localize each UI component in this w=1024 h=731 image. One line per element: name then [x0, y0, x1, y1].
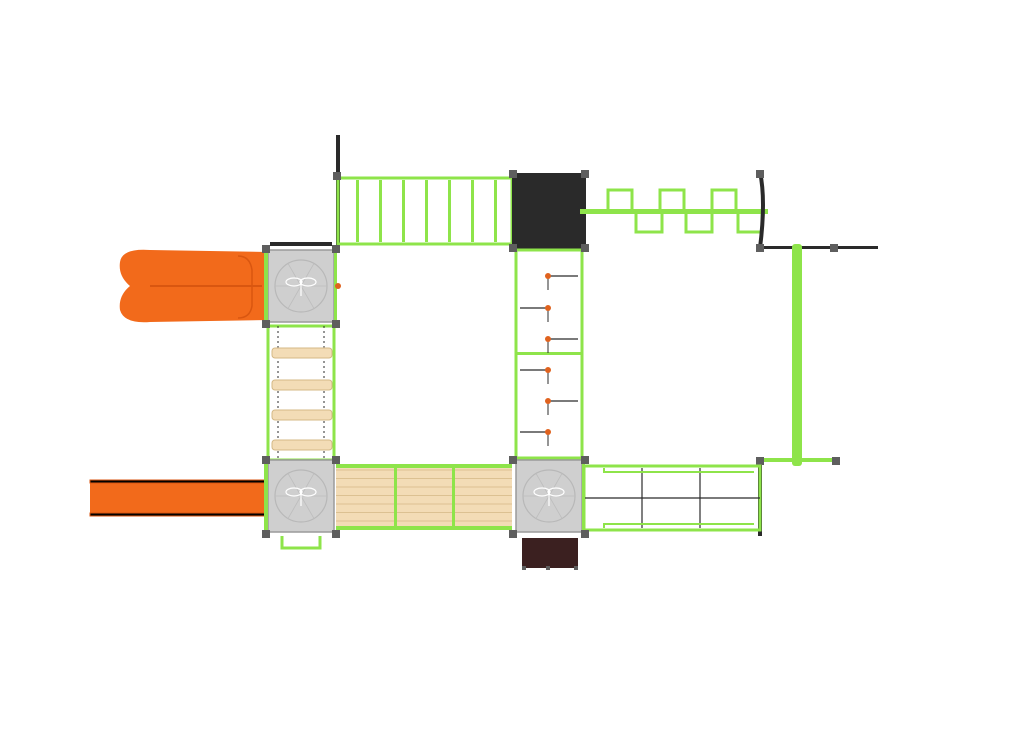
- wood-step: [271, 439, 333, 451]
- deck-emblem-line: [535, 495, 550, 519]
- post: [262, 456, 270, 464]
- post: [581, 456, 589, 464]
- post: [581, 244, 589, 252]
- bolt-dot-icon: [335, 283, 341, 289]
- bottom-handle: [280, 536, 322, 550]
- post: [509, 530, 517, 538]
- deck-emblem-petal: [547, 487, 565, 497]
- deck-emblem-line: [300, 473, 315, 497]
- wooden-step-ladder: [266, 324, 336, 462]
- deck-lower-left: [267, 459, 335, 533]
- bolt-dot-icon: [545, 273, 551, 279]
- post: [262, 320, 270, 328]
- bolt-dot-icon: [545, 336, 551, 342]
- post: [509, 170, 517, 178]
- post: [333, 172, 341, 180]
- tower-roof: [512, 173, 586, 249]
- post: [509, 244, 517, 252]
- ladder-rung: [448, 180, 451, 242]
- net-panel: [582, 464, 762, 532]
- deck-emblem-petal: [285, 277, 303, 287]
- wave-slide: [119, 249, 268, 323]
- post: [509, 456, 517, 464]
- deck-emblem-line: [287, 473, 302, 497]
- wood-step: [271, 409, 333, 421]
- deck-emblem-line: [535, 473, 550, 497]
- deck-upper-left: [267, 249, 335, 323]
- ladder-rung: [471, 180, 474, 242]
- horizontal-ladder-bridge: [336, 176, 514, 246]
- vertical-climber: [514, 248, 584, 460]
- deck-rail: [582, 460, 585, 534]
- deck-rail: [270, 242, 332, 246]
- ladder-rung: [356, 180, 359, 242]
- post: [332, 530, 340, 538]
- wood-step: [271, 379, 333, 391]
- entry-step: [522, 538, 578, 570]
- deck-emblem-petal: [533, 487, 551, 497]
- bolt-dot-icon: [545, 398, 551, 404]
- straight-slide: [89, 479, 269, 517]
- wooden-bridge: [336, 464, 512, 530]
- deck-emblem-line: [548, 473, 563, 497]
- post: [332, 245, 340, 253]
- ladder-rung: [379, 180, 382, 242]
- post: [332, 320, 340, 328]
- deck-emblem-line: [287, 285, 302, 309]
- bolt-dot-icon: [545, 305, 551, 311]
- zigzag-monkey-bars: [580, 188, 768, 234]
- post: [581, 530, 589, 538]
- deck-emblem-petal: [299, 277, 317, 287]
- deck-emblem-line: [300, 263, 315, 287]
- ladder-rung: [425, 180, 428, 242]
- deck-emblem-line: [287, 263, 302, 287]
- wood-step: [271, 347, 333, 359]
- deck-lower-right: [515, 459, 583, 533]
- post: [262, 245, 270, 253]
- deck-emblem-line: [548, 495, 563, 519]
- post: [581, 170, 589, 178]
- ladder-rung: [402, 180, 405, 242]
- ladder-rung: [494, 180, 497, 242]
- deck-rail: [264, 250, 268, 324]
- bolt-dot-icon: [545, 429, 551, 435]
- right-arch: [756, 170, 878, 536]
- deck-emblem-petal: [299, 487, 317, 497]
- deck-emblem-line: [287, 495, 302, 519]
- deck-emblem-line: [300, 285, 315, 309]
- deck-emblem-petal: [285, 487, 303, 497]
- deck-rail: [264, 460, 268, 532]
- deck-emblem-line: [300, 495, 315, 519]
- bolt-dot-icon: [545, 367, 551, 373]
- post: [262, 530, 270, 538]
- post: [332, 456, 340, 464]
